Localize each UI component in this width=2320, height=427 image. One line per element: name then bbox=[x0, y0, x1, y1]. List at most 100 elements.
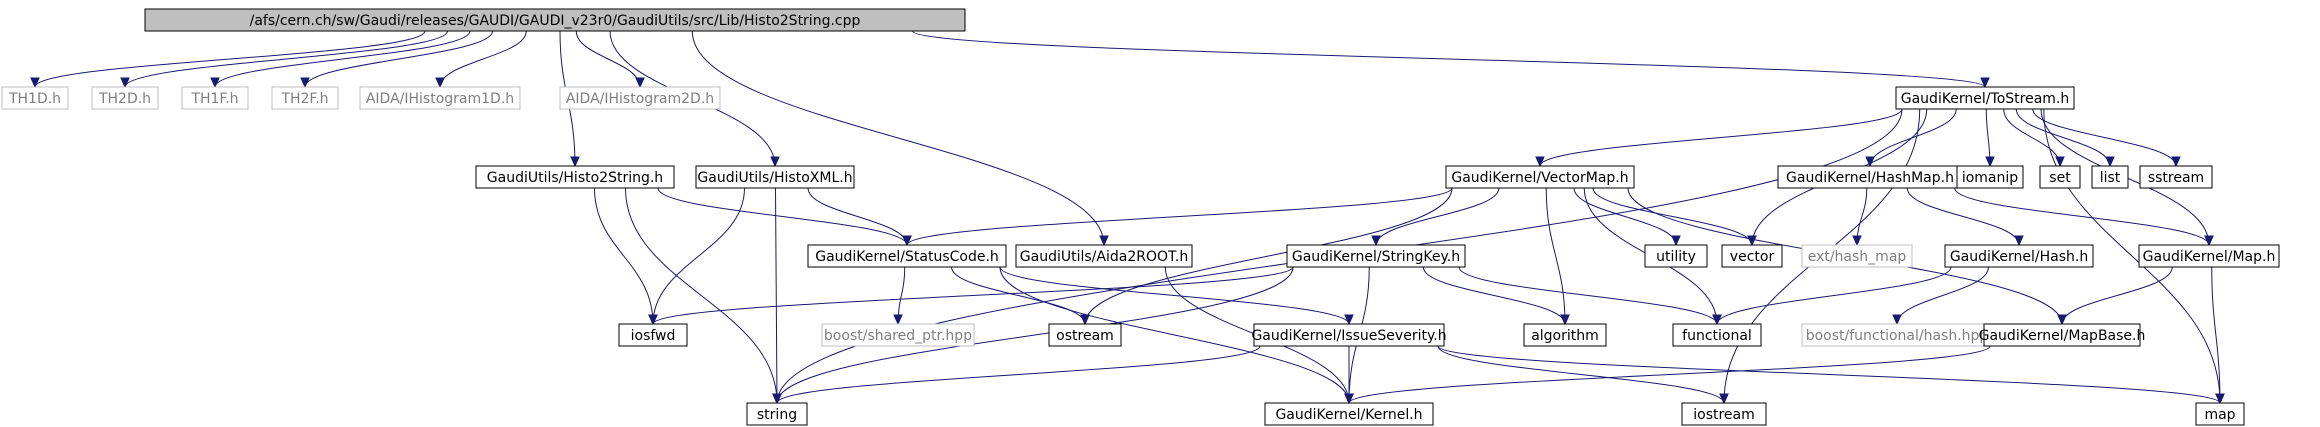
node-exthash[interactable]: ext/hash_map bbox=[1801, 244, 1913, 268]
node-a2r[interactable]: GaudiUtils/Aida2ROOT.h bbox=[1015, 244, 1193, 268]
edge-hash-to-functional bbox=[1712, 266, 1952, 326]
edge-arrowhead bbox=[772, 393, 782, 405]
node-label: sstream bbox=[2148, 170, 2204, 186]
node-label: utility bbox=[1656, 249, 1696, 265]
node-label: TH2F.h bbox=[280, 91, 328, 107]
node-box bbox=[2138, 244, 2280, 268]
edge-line bbox=[776, 266, 1294, 404]
edge-arrowhead bbox=[1080, 314, 1090, 326]
node-box bbox=[695, 165, 855, 189]
node-aida2[interactable]: AIDA/IHistogram2D.h bbox=[559, 86, 721, 110]
node-box bbox=[1015, 244, 1193, 268]
node-h2s[interactable]: GaudiUtils/Histo2String.h bbox=[475, 165, 675, 189]
node-ostream[interactable]: ostream bbox=[1048, 323, 1122, 347]
node-kernel[interactable]: GaudiKernel/Kernel.h bbox=[1264, 402, 1434, 426]
node-map_h[interactable]: GaudiKernel/Map.h bbox=[2138, 244, 2280, 268]
edge-tostream-to-hmap bbox=[1865, 108, 1957, 168]
node-hxml[interactable]: GaudiUtils/HistoXML.h bbox=[695, 165, 855, 189]
node-box bbox=[475, 165, 675, 189]
node-tostream[interactable]: GaudiKernel/ToStream.h bbox=[1895, 86, 2075, 110]
node-set[interactable]: set bbox=[2039, 165, 2081, 189]
node-vector[interactable]: vector bbox=[1721, 244, 1783, 268]
node-string[interactable]: string bbox=[746, 402, 808, 426]
node-box bbox=[144, 8, 966, 32]
node-hash[interactable]: GaudiKernel/Hash.h bbox=[1944, 244, 2094, 268]
edge-arrowhead bbox=[30, 77, 40, 89]
node-box bbox=[1895, 86, 2075, 110]
node-skey[interactable]: GaudiKernel/StringKey.h bbox=[1286, 244, 1466, 268]
edge-skey-to-functional bbox=[1458, 266, 1722, 326]
edge-root-to-th2f bbox=[300, 30, 493, 89]
node-label: AIDA/IHistogram1D.h bbox=[366, 91, 514, 107]
edge-line bbox=[1906, 187, 2020, 246]
node-label: GaudiKernel/Hash.h bbox=[1950, 249, 2088, 265]
node-box bbox=[1983, 323, 2141, 347]
edge-arrowhead bbox=[435, 77, 445, 89]
edge-tostream-to-set bbox=[2003, 108, 2065, 168]
node-th1f[interactable]: TH1F.h bbox=[181, 86, 249, 110]
node-vmap[interactable]: GaudiKernel/VectorMap.h bbox=[1445, 165, 1635, 189]
edge-arrowhead bbox=[2014, 235, 2024, 247]
edge-skey-to-algorithm bbox=[1422, 266, 1570, 326]
node-label: GaudiKernel/IssueSeverity.h bbox=[1251, 328, 1446, 344]
node-root[interactable]: /afs/cern.ch/sw/Gaudi/releases/GAUDI/GAU… bbox=[144, 8, 966, 32]
edge-line bbox=[1716, 266, 1952, 325]
edge-hash-to-bfh bbox=[1892, 266, 1989, 326]
edge-tostream-to-vmap bbox=[1535, 108, 1903, 168]
node-functional[interactable]: functional bbox=[1672, 323, 1762, 347]
edge-hmap-to-hash bbox=[1906, 187, 2024, 247]
edge-line bbox=[625, 187, 778, 404]
edge-line bbox=[1084, 187, 1453, 325]
node-box bbox=[2091, 165, 2129, 189]
node-th1d[interactable]: TH1D.h bbox=[1, 86, 69, 110]
edge-isev-to-map bbox=[1437, 345, 2225, 405]
node-iomanip[interactable]: iomanip bbox=[1956, 165, 2024, 189]
node-label: GaudiKernel/StringKey.h bbox=[1292, 249, 1460, 265]
node-box bbox=[2139, 165, 2213, 189]
node-label: vector bbox=[1730, 249, 1775, 265]
edge-line bbox=[691, 30, 1105, 246]
node-isev[interactable]: GaudiKernel/IssueSeverity.h bbox=[1251, 323, 1447, 347]
edge-arrowhead bbox=[1344, 314, 1354, 326]
node-label: GaudiKernel/VectorMap.h bbox=[1451, 170, 1628, 186]
node-th2d[interactable]: TH2D.h bbox=[91, 86, 159, 110]
node-map[interactable]: map bbox=[2195, 402, 2245, 426]
node-th2f[interactable]: TH2F.h bbox=[271, 86, 339, 110]
edge-arrowhead bbox=[635, 77, 645, 89]
edge-root-to-tostream bbox=[912, 30, 1990, 89]
node-box bbox=[559, 86, 721, 110]
node-label: TH2D.h bbox=[98, 91, 151, 107]
edge-line bbox=[999, 266, 1350, 404]
node-label: GaudiKernel/MapBase.h bbox=[1979, 328, 2146, 344]
node-hmap[interactable]: GaudiKernel/HashMap.h bbox=[1777, 165, 1963, 189]
node-box bbox=[1048, 323, 1122, 347]
node-utility[interactable]: utility bbox=[1644, 244, 1708, 268]
edge-line bbox=[2003, 108, 2061, 167]
node-box bbox=[1721, 244, 1783, 268]
edge-map_h-to-map bbox=[2211, 266, 2225, 405]
edge-tostream-to-list bbox=[2015, 108, 2115, 168]
node-sc[interactable]: GaudiKernel/StatusCode.h bbox=[807, 244, 1007, 268]
node-iostream[interactable]: iostream bbox=[1681, 402, 1767, 426]
node-label: TH1F.h bbox=[190, 91, 238, 107]
edge-line bbox=[1592, 187, 1753, 246]
node-list[interactable]: list bbox=[2091, 165, 2129, 189]
node-aida1[interactable]: AIDA/IHistogram1D.h bbox=[359, 86, 521, 110]
edge-root-to-aida1 bbox=[435, 30, 527, 89]
node-box bbox=[359, 86, 521, 110]
edge-arrowhead bbox=[300, 77, 310, 89]
node-iosfwd[interactable]: iosfwd bbox=[618, 323, 688, 347]
edge-skey-to-iosfwd bbox=[648, 266, 1294, 326]
node-label: GaudiUtils/Histo2String.h bbox=[487, 170, 663, 186]
node-mapbase[interactable]: GaudiKernel/MapBase.h bbox=[1979, 323, 2146, 347]
node-sstream[interactable]: sstream bbox=[2139, 165, 2213, 189]
edge-arrowhead bbox=[2057, 314, 2067, 326]
node-box bbox=[618, 323, 688, 347]
edge-vmap-to-utility bbox=[1573, 187, 1681, 247]
edge-line bbox=[439, 30, 527, 88]
nodes-layer: /afs/cern.ch/sw/Gaudi/releases/GAUDI/GAU… bbox=[1, 8, 2280, 426]
node-bfh[interactable]: boost/functional/hash.hpp bbox=[1801, 323, 1993, 347]
node-bsp[interactable]: boost/shared_ptr.hpp bbox=[821, 323, 975, 347]
node-algorithm[interactable]: algorithm bbox=[1523, 323, 1607, 347]
